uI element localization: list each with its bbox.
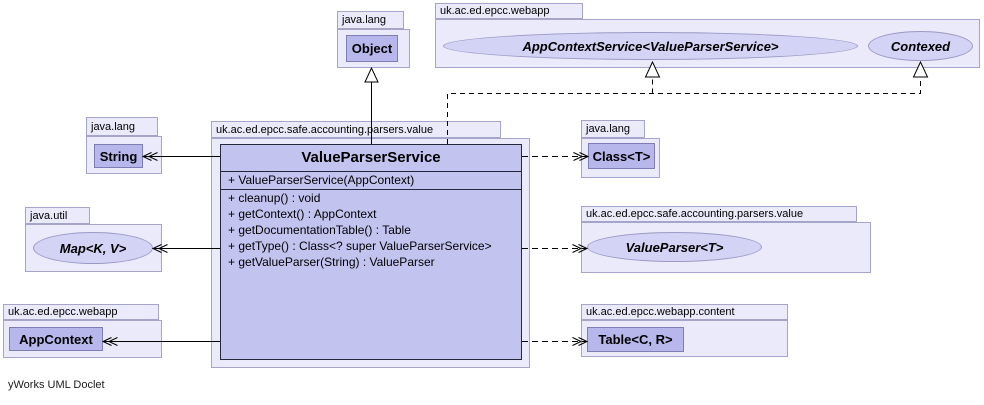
package-tab-webapp-bottom: uk.ac.ed.epcc.webapp <box>3 304 159 320</box>
edge-association-map <box>151 244 220 253</box>
method-row-getvalueparser[interactable]: + getValueParser(String) : ValueParser <box>228 255 435 269</box>
package-tab-webapp-top: uk.ac.ed.epcc.webapp <box>435 3 583 19</box>
edge-realization-appcontextservice-contexed <box>447 60 929 144</box>
package-tab-parsers-value-iface: uk.ac.ed.epcc.safe.accounting.parsers.va… <box>581 206 857 222</box>
class-node-string[interactable]: String <box>94 144 143 168</box>
edge-dependency-table <box>522 337 589 346</box>
package-tab-java-lang-object: java.lang <box>337 11 404 29</box>
method-row-getdocumentationtable[interactable]: + getDocumentationTable() : Table <box>228 223 411 237</box>
interface-node-map[interactable]: Map<K, V> <box>33 232 153 264</box>
constructor-row[interactable]: + ValueParserService(AppContext) <box>221 172 521 190</box>
class-node-object[interactable]: Object <box>346 35 398 62</box>
interface-node-valueparser[interactable]: ValueParser<T> <box>587 232 762 262</box>
method-row-gettype[interactable]: + getType() : Class<? super ValueParserS… <box>228 239 492 253</box>
doclet-footer-label: yWorks UML Doclet <box>8 379 105 391</box>
package-tab-java-lang-string: java.lang <box>86 117 158 136</box>
class-node-appcontext[interactable]: AppContext <box>9 327 103 351</box>
package-tab-java-lang-class: java.lang <box>581 120 645 138</box>
package-tab-webapp-content: uk.ac.ed.epcc.webapp.content <box>581 304 788 320</box>
class-node-table[interactable]: Table<C, R> <box>587 327 684 352</box>
main-class-title: ValueParserService <box>221 145 521 172</box>
edge-dependency-valueparser <box>522 244 589 253</box>
class-node-class-t[interactable]: Class<T> <box>588 143 655 169</box>
interface-node-contexed[interactable]: Contexed <box>868 31 973 61</box>
package-tab-java-util: java.util <box>25 207 90 224</box>
interface-node-appcontextservice[interactable]: AppContextService<ValueParserService> <box>443 32 858 60</box>
method-row-getcontext[interactable]: + getContext() : AppContext <box>228 207 377 221</box>
method-row-cleanup[interactable]: + cleanup() : void <box>228 191 321 205</box>
edge-dependency-class-t <box>522 152 590 161</box>
package-tab-parsers-value-main: uk.ac.ed.epcc.safe.accounting.parsers.va… <box>211 121 501 138</box>
class-node-valueparserservice[interactable]: ValueParserService + ValueParserService(… <box>220 144 522 360</box>
hollow-triangle-icon <box>364 66 379 83</box>
